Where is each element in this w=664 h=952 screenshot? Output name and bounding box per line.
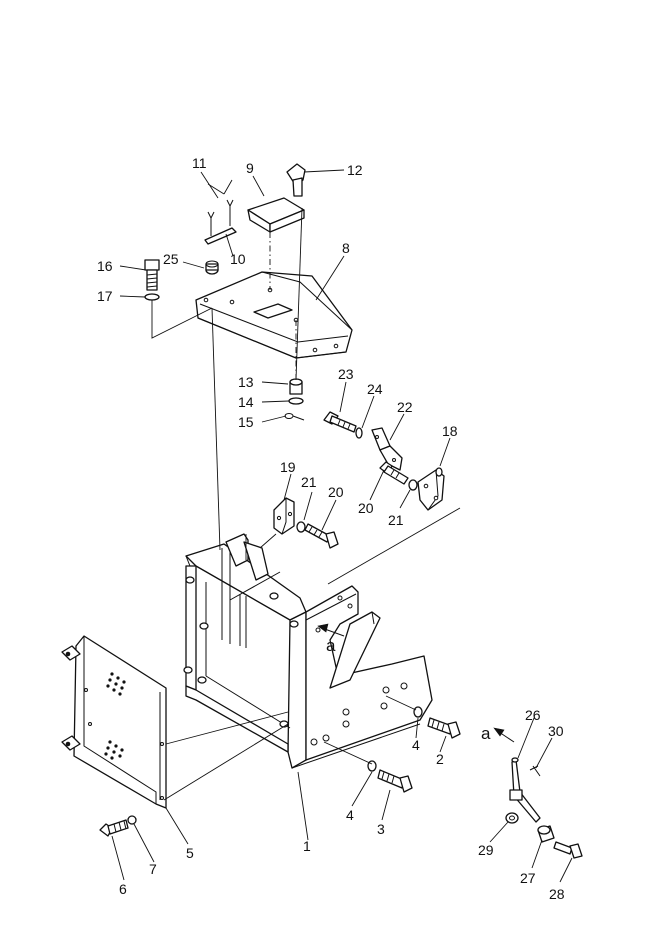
label-part-5: 5 bbox=[186, 845, 194, 861]
label-part-17: 17 bbox=[97, 288, 113, 304]
bolt-2 bbox=[427, 717, 461, 739]
label-part-3: 3 bbox=[377, 821, 385, 837]
view-label-a-frame: a bbox=[326, 636, 336, 655]
label-part-4-a: 4 bbox=[412, 737, 420, 753]
bracket-19 bbox=[273, 497, 295, 535]
label-part-16: 16 bbox=[97, 258, 113, 274]
label-part-20-a: 20 bbox=[328, 484, 344, 500]
washer-4-upper bbox=[413, 706, 423, 718]
label-part-10: 10 bbox=[230, 251, 246, 267]
label-part-4-b: 4 bbox=[346, 807, 354, 823]
leader-lines bbox=[111, 169, 573, 883]
label-part-11: 11 bbox=[192, 155, 207, 171]
bracket-18 bbox=[417, 467, 445, 511]
lock-plate bbox=[247, 197, 305, 233]
lever-26 bbox=[509, 757, 541, 823]
part-labels: 1 2 3 4 4 5 6 7 8 9 10 11 12 13 14 15 16… bbox=[97, 155, 565, 902]
bushing-13 bbox=[289, 378, 303, 395]
washer-7 bbox=[127, 815, 137, 825]
label-part-2: 2 bbox=[436, 751, 444, 767]
main-frame bbox=[183, 533, 433, 769]
label-part-25: 25 bbox=[163, 251, 179, 267]
label-part-1: 1 bbox=[303, 838, 311, 854]
view-arrow-a-lever bbox=[493, 727, 515, 743]
bolt-23 bbox=[323, 411, 357, 433]
label-part-18: 18 bbox=[442, 423, 458, 439]
label-part-8: 8 bbox=[342, 240, 350, 256]
label-part-20-b: 20 bbox=[358, 500, 374, 516]
washer-21-lower bbox=[296, 521, 306, 533]
washer-14 bbox=[288, 397, 304, 405]
view-arrow-a-frame bbox=[317, 623, 345, 637]
label-part-29: 29 bbox=[478, 842, 494, 858]
top-cover bbox=[195, 271, 353, 359]
label-part-9: 9 bbox=[246, 160, 254, 176]
label-part-14: 14 bbox=[238, 394, 254, 410]
label-part-19: 19 bbox=[280, 459, 296, 475]
pin-30 bbox=[529, 765, 541, 777]
cotter-pin-15 bbox=[284, 413, 305, 421]
bolt-20-upper bbox=[379, 461, 409, 485]
label-part-21-a: 21 bbox=[301, 474, 317, 490]
bolt-16 bbox=[144, 259, 160, 291]
view-label-a-lever: a bbox=[481, 724, 491, 743]
label-part-21-b: 21 bbox=[388, 512, 404, 528]
label-part-23: 23 bbox=[338, 366, 354, 382]
label-part-28: 28 bbox=[549, 886, 565, 902]
label-part-15: 15 bbox=[238, 414, 254, 430]
chute bbox=[329, 611, 381, 689]
nut-29 bbox=[505, 812, 519, 824]
label-part-22: 22 bbox=[397, 399, 413, 415]
label-part-12: 12 bbox=[347, 162, 363, 178]
nut-25 bbox=[205, 260, 219, 275]
label-part-27: 27 bbox=[520, 870, 536, 886]
label-part-24: 24 bbox=[367, 381, 383, 397]
washer-21-upper bbox=[408, 479, 418, 491]
label-part-7: 7 bbox=[149, 861, 157, 877]
handle-pin bbox=[204, 199, 237, 245]
label-part-30: 30 bbox=[548, 723, 564, 739]
knob-bolt bbox=[286, 163, 306, 197]
collar-27 bbox=[537, 825, 555, 843]
bolt-28 bbox=[553, 841, 583, 859]
bracket-22 bbox=[371, 427, 403, 471]
label-part-6: 6 bbox=[119, 881, 127, 897]
bolt-3 bbox=[377, 769, 413, 793]
front-panel bbox=[61, 635, 167, 809]
bolt-6 bbox=[99, 819, 129, 837]
washer-24 bbox=[355, 427, 363, 439]
label-part-13: 13 bbox=[238, 374, 254, 390]
label-part-26: 26 bbox=[525, 707, 541, 723]
bolt-20-lower bbox=[304, 523, 339, 549]
washer-17 bbox=[144, 293, 160, 301]
